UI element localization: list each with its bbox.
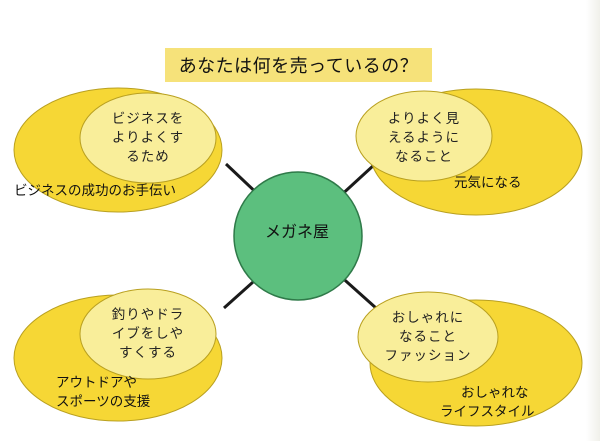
inner-line: よりよく見 xyxy=(387,111,461,127)
inner-line: すくする xyxy=(119,345,177,361)
center-label: メガネ屋 xyxy=(264,222,329,241)
outer-line: スポーツの支援 xyxy=(56,394,151,410)
outer-line: おしゃれな xyxy=(461,385,529,401)
inner-line: 釣りやドラ xyxy=(111,307,185,323)
inner-text-top-right: よりよく見 えるように なること xyxy=(376,110,472,167)
inner-line: なること xyxy=(399,329,457,345)
inner-ellipse-bottom-left xyxy=(79,288,217,380)
outer-line: ライフスタイル xyxy=(440,404,535,420)
diagram-title: あなたは何を売っているの？ xyxy=(165,48,432,82)
inner-line: なること xyxy=(395,149,453,165)
inner-line: おしゃれに xyxy=(391,310,465,326)
inner-ellipse-top-left xyxy=(79,92,217,184)
inner-ellipse-bottom-right xyxy=(357,291,499,383)
inner-line: えるように xyxy=(387,130,461,146)
outer-label-top-right: 元気になる xyxy=(454,175,522,191)
inner-line: ファッション xyxy=(384,348,472,364)
outer-label-top-left: ビジネスの成功のお手伝い xyxy=(14,183,176,199)
inner-line: るため xyxy=(126,149,170,165)
outer-label-bottom-right: おしゃれな ライフスタイル xyxy=(440,384,535,422)
inner-text-bottom-right: おしゃれに なること ファッション xyxy=(378,309,478,366)
inner-line: ビジネスを xyxy=(111,111,185,127)
inner-text-bottom-left: 釣りやドラ イブをしや すくする xyxy=(100,306,196,363)
inner-line: イブをしや xyxy=(111,326,185,342)
outer-label-bottom-left: アウトドアや スポーツの支援 xyxy=(56,374,150,412)
page-edge-shadow xyxy=(586,0,600,441)
outer-line: アウトドアや xyxy=(56,375,137,391)
inner-line: よりよくす xyxy=(111,130,185,146)
inner-text-top-left: ビジネスを よりよくす るため xyxy=(100,110,196,167)
center-circle xyxy=(233,171,363,301)
inner-ellipse-top-right xyxy=(355,90,493,182)
